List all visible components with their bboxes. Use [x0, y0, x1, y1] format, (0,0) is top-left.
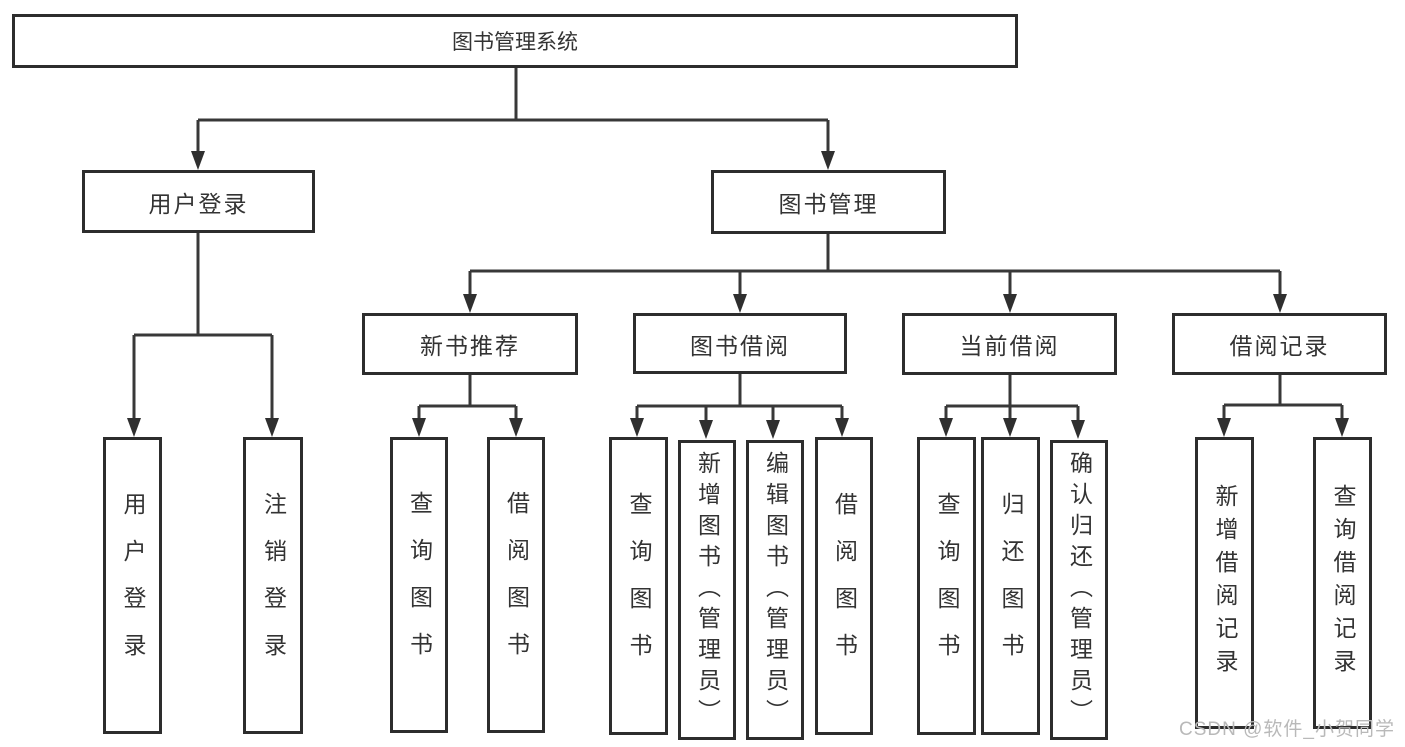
node-book-borrow: 图书借阅: [633, 313, 847, 374]
leaf-add-borrow-record-label: 新增借阅记录: [1212, 484, 1238, 682]
node-new-book-recommend: 新书推荐: [362, 313, 578, 375]
node-root: 图书管理系统: [12, 14, 1018, 68]
leaf-borrow-books: 借阅图书: [815, 437, 873, 735]
leaf-recommend-query-books-label: 查询图书: [406, 491, 433, 679]
leaf-user-login-label: 用户登录: [120, 491, 146, 680]
leaf-recommend-borrow-books-label: 借阅图书: [503, 491, 530, 679]
leaf-add-books-admin-label: 新增图书（管理员）: [694, 450, 721, 730]
leaf-query-borrow-record-label: 查询借阅记录: [1330, 484, 1356, 682]
leaf-logout: 注销登录: [243, 437, 303, 734]
leaf-edit-books-admin-label: 编辑图书（管理员）: [762, 450, 789, 730]
leaf-borrow-query-books: 查询图书: [609, 437, 668, 735]
leaf-return-books: 归还图书: [981, 437, 1040, 735]
leaf-return-books-label: 归还图书: [998, 492, 1024, 680]
leaf-current-query-books-label: 查询图书: [934, 492, 960, 680]
node-current-borrow: 当前借阅: [902, 313, 1117, 375]
leaf-add-books-admin: 新增图书（管理员）: [678, 440, 736, 740]
csdn-watermark: CSDN @软件_小贺同学: [1179, 719, 1395, 740]
leaf-add-borrow-record: 新增借阅记录: [1195, 437, 1254, 729]
leaf-query-borrow-record: 查询借阅记录: [1313, 437, 1372, 729]
leaf-edit-books-admin: 编辑图书（管理员）: [746, 440, 804, 740]
leaf-current-query-books: 查询图书: [917, 437, 976, 735]
leaf-recommend-borrow-books: 借阅图书: [487, 437, 545, 733]
leaf-logout-label: 注销登录: [260, 491, 287, 680]
leaf-user-login: 用户登录: [103, 437, 162, 734]
leaf-confirm-return-admin-label: 确认归还（管理员）: [1066, 450, 1093, 730]
leaf-borrow-query-books-label: 查询图书: [626, 492, 652, 680]
node-book-management: 图书管理: [711, 170, 946, 234]
node-user-login: 用户登录: [82, 170, 315, 233]
leaf-borrow-books-label: 借阅图书: [831, 492, 858, 680]
leaf-recommend-query-books: 查询图书: [390, 437, 448, 733]
leaf-confirm-return-admin: 确认归还（管理员）: [1050, 440, 1108, 740]
node-borrow-records: 借阅记录: [1172, 313, 1387, 375]
